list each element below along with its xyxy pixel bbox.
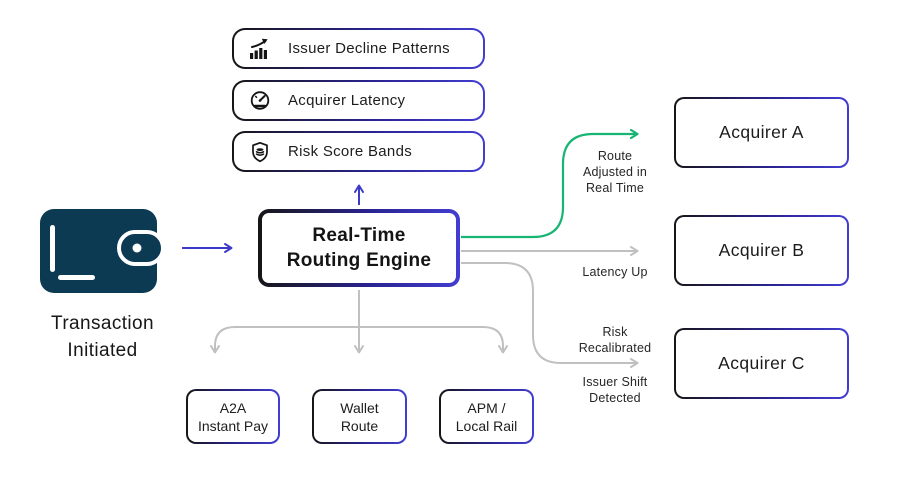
rail-label: Wallet Route [340, 399, 379, 434]
arrow-rail-split [210, 326, 508, 354]
arrow-engine-to-acquirer-a [461, 128, 639, 239]
route-label-latency-up: Latency Up [582, 265, 648, 279]
signal-label: Risk Score Bands [288, 143, 413, 160]
node-issuer-decline-patterns: Issuer Decline Patterns [232, 28, 485, 69]
acquirer-label: Acquirer A [719, 122, 804, 142]
node-risk-score-bands: Risk Score Bands [232, 131, 485, 172]
speedometer-icon [247, 88, 273, 114]
acquirer-label: Acquirer C [718, 353, 805, 373]
node-routing-engine: Real-Time Routing Engine [258, 209, 460, 287]
rail-label: APM / Local Rail [455, 399, 518, 434]
engine-label: Real-Time Routing Engine [286, 225, 432, 271]
node-apm-local-rail: APM / Local Rail [439, 389, 534, 444]
acquirer-label: Acquirer B [718, 240, 805, 260]
route-label-adjusted-real-time: Route Adjusted in Real Time [582, 149, 648, 195]
signal-label: Issuer Decline Patterns [288, 40, 450, 57]
wallet-icon [39, 208, 165, 296]
node-acquirer-c: Acquirer C [674, 328, 849, 399]
node-acquirer-a: Acquirer A [674, 97, 849, 168]
route-label-issuer-shift: Issuer Shift Detected [582, 375, 648, 405]
arrow-engine-to-acquirer-c [461, 262, 639, 368]
bar-chart-trend-icon [247, 36, 273, 62]
shield-layers-icon [247, 139, 273, 165]
rail-label: A2A Instant Pay [197, 399, 269, 434]
source-label: Transaction Initiated [51, 313, 154, 361]
node-a2a-instant-pay: A2A Instant Pay [186, 389, 280, 444]
node-wallet-route: Wallet Route [312, 389, 407, 444]
signal-label: Acquirer Latency [288, 92, 406, 109]
node-acquirer-latency: Acquirer Latency [232, 80, 485, 121]
route-label-risk-recalibrated: Risk Recalibrated [578, 325, 652, 355]
node-acquirer-b: Acquirer B [674, 215, 849, 286]
